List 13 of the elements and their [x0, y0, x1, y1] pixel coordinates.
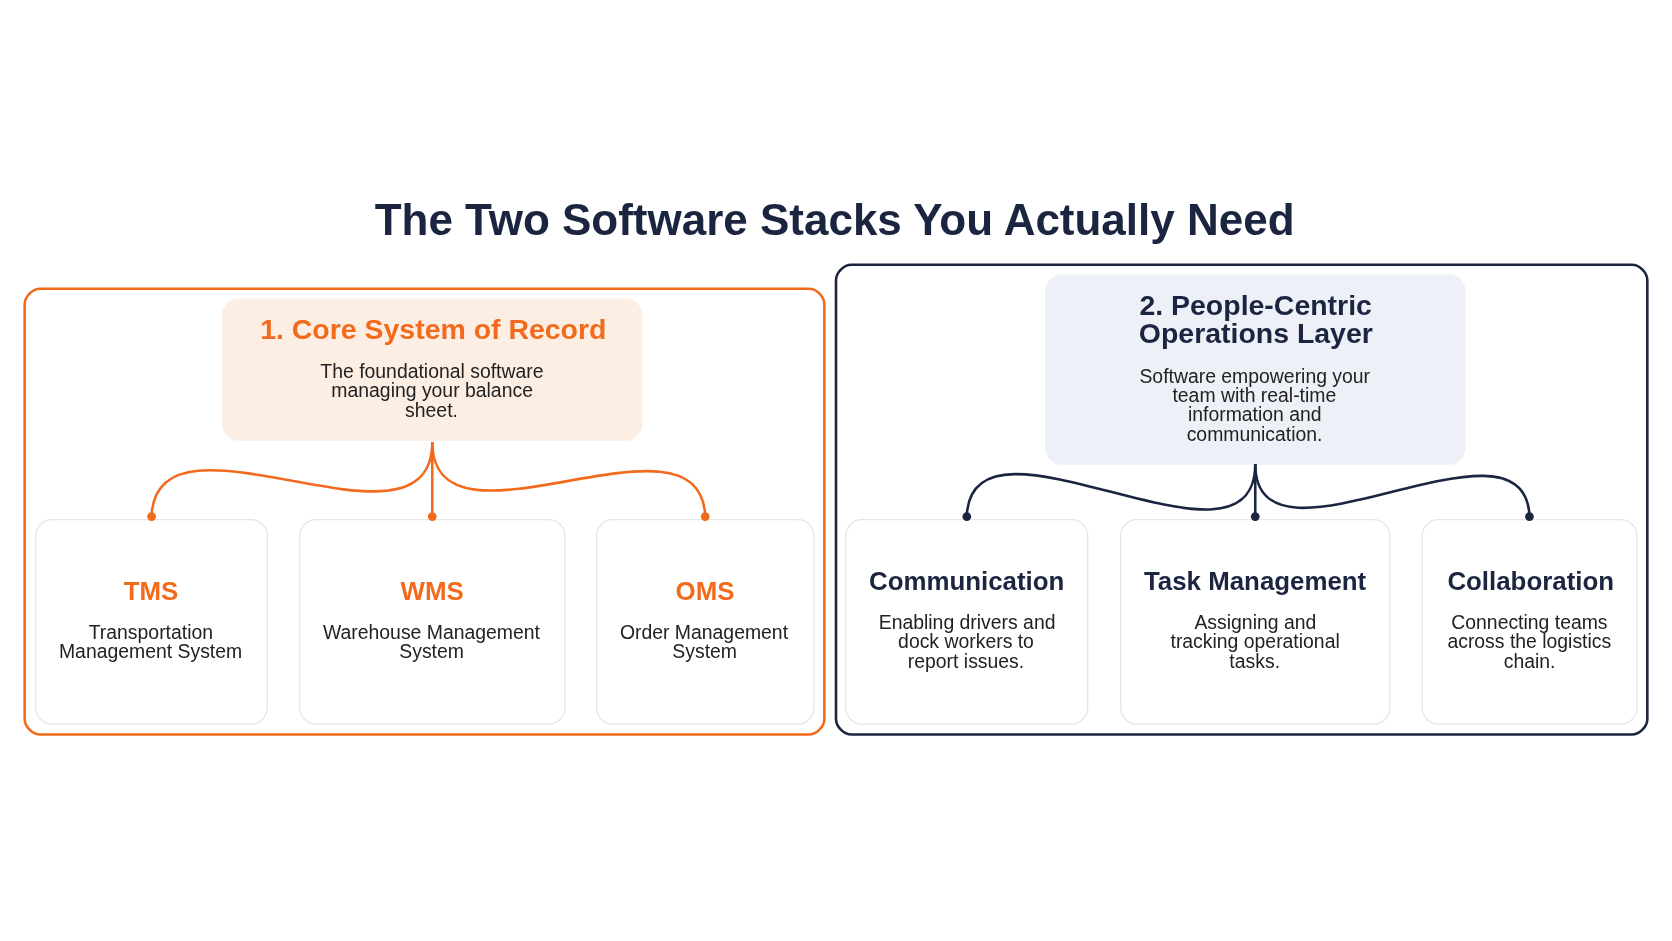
connector — [1254, 463, 1534, 521]
node-box: Communication Enabling drivers and dock workers to report issues. — [845, 519, 1089, 725]
node-box: Task Management Assigning and tracking operational tasks. — [1120, 519, 1391, 725]
connector — [431, 441, 710, 521]
node-box: 2. People-Centric Operations Layer Software empowering your team with real-time information and communication. — [1044, 274, 1466, 465]
cluster — [23, 287, 826, 736]
node-box: Collaboration Connecting teams across the logistics chain. — [1421, 519, 1638, 725]
cluster — [834, 263, 1649, 736]
node-box: OMS Order Management System — [595, 519, 815, 725]
node-box: 1. Core System of Record The foundational software managing your balance sheet. — [222, 298, 643, 441]
node-box: WMS Warehouse Management System — [299, 519, 566, 725]
diagram-title: The Two Software Stacks You Actually Need — [374, 195, 1295, 245]
node-box: TMS Transportation Management System — [35, 519, 268, 725]
